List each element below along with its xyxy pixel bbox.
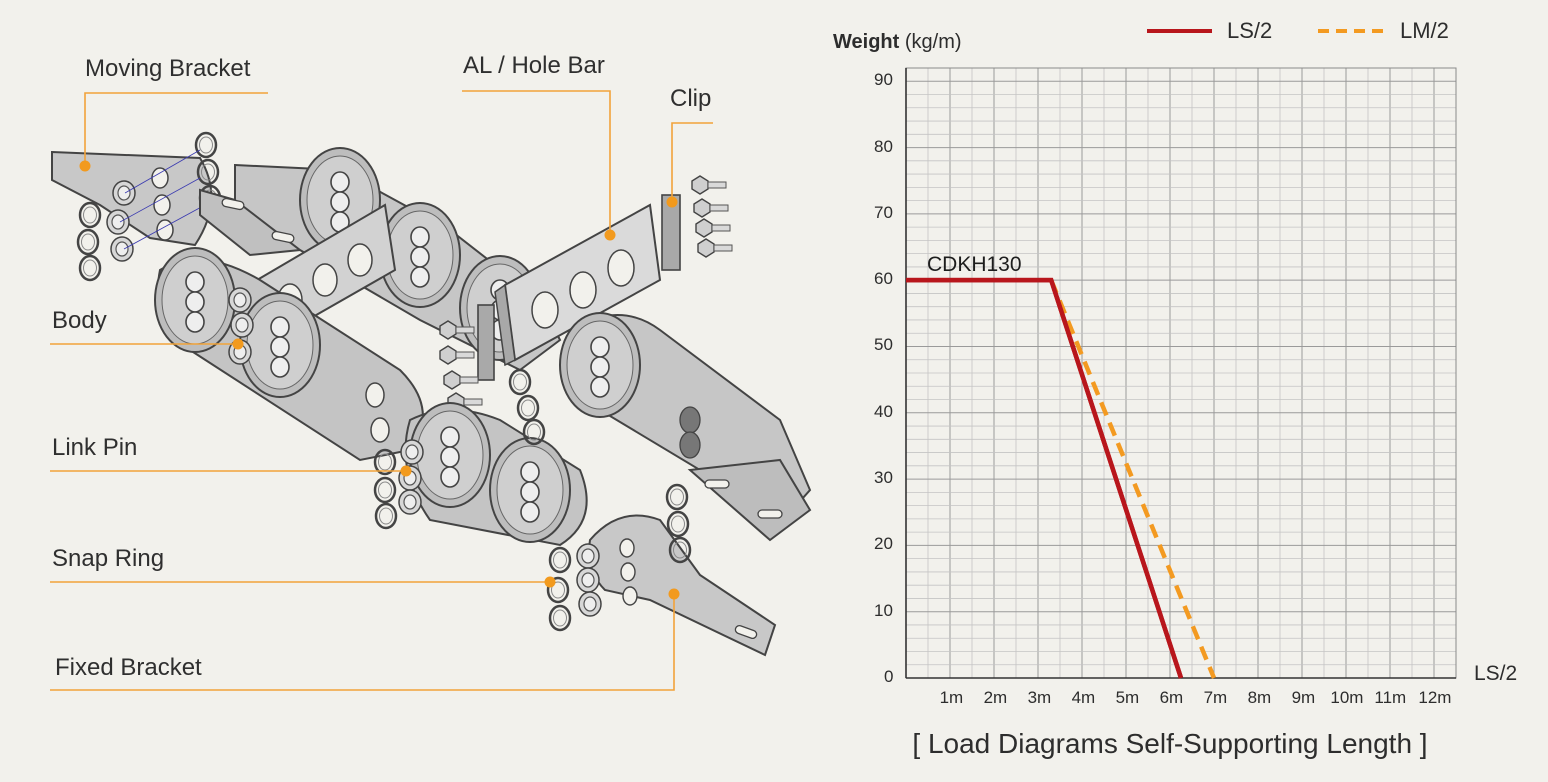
- y-tick-label: 60: [874, 269, 893, 289]
- x-axis-label: LS/2: [1474, 662, 1518, 685]
- y-tick-label: 80: [874, 136, 893, 156]
- al-hole-bar-part: [494, 203, 662, 367]
- y-tick-label: 70: [874, 202, 893, 222]
- label-clip: Clip: [670, 85, 712, 112]
- x-tick-label: 6m: [1159, 688, 1184, 707]
- right-side-plate: [559, 312, 812, 542]
- label-snap-ring: Snap Ring: [52, 545, 165, 572]
- y-tick-label: 20: [874, 534, 893, 554]
- x-tick-label: 10m: [1330, 688, 1364, 707]
- label-al-hole-bar: AL / Hole Bar: [463, 52, 605, 79]
- y-tick-label: 0: [884, 667, 894, 686]
- x-tick-label: 11m: [1374, 688, 1407, 707]
- x-tick-label: 7m: [1203, 688, 1228, 707]
- label-body: Body: [52, 307, 107, 334]
- clip-part: [439, 175, 733, 412]
- series-line-lm2: [1049, 279, 1217, 679]
- x-tick-label: 8m: [1247, 688, 1272, 707]
- x-tick-label: 1m: [939, 688, 964, 707]
- y-tick-label: 50: [874, 335, 893, 355]
- exploded-chain-diagram: [50, 90, 812, 691]
- fixed-bracket-part: [546, 483, 777, 657]
- y-axis-label-unit: (kg/m): [904, 31, 962, 53]
- label-moving-bracket: Moving Bracket: [85, 55, 251, 82]
- legend-label-lm2: LM/2: [1400, 18, 1449, 43]
- legend-label-ls2: LS/2: [1227, 18, 1273, 43]
- x-tick-label: 9m: [1291, 688, 1316, 707]
- x-tick-label: 3m: [1027, 688, 1052, 707]
- leader-lines: [50, 90, 713, 691]
- x-tick-label: 12m: [1418, 688, 1452, 707]
- chart-title: [ Load Diagrams Self-Supporting Length ]: [912, 728, 1428, 759]
- moving-bracket-part: [51, 131, 222, 282]
- label-fixed-bracket: Fixed Bracket: [55, 654, 202, 681]
- label-link-pin: Link Pin: [52, 434, 138, 461]
- y-axis-label: Weight (kg/m): [833, 31, 962, 54]
- leader-dots: [79, 160, 680, 600]
- y-tick-label: 10: [874, 600, 893, 620]
- x-tick-label: 5m: [1115, 688, 1140, 707]
- y-axis-label-main: Weight: [833, 31, 900, 53]
- body-side-plate: [154, 247, 424, 462]
- y-tick-label: 90: [874, 70, 893, 90]
- series-tag-cdkh130: CDKH130: [927, 253, 1022, 276]
- x-tick-label: 4m: [1071, 688, 1096, 707]
- x-tick-label: 2m: [983, 688, 1008, 707]
- series-line-ls2-front: [906, 277, 1184, 679]
- y-tick-label: 40: [874, 401, 893, 421]
- y-tick-label: 30: [874, 468, 893, 488]
